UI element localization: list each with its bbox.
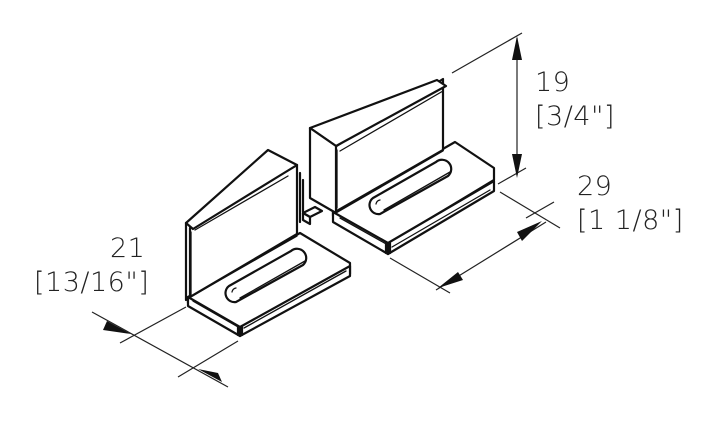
dimension-height	[451, 32, 527, 185]
width-metric: 21	[109, 233, 146, 264]
height-dimension-label: 19 [3/4"]	[535, 66, 615, 134]
depth-metric: 29	[577, 171, 613, 202]
width-dimension-label: 21 [13/16"]	[34, 232, 149, 300]
height-imperial: [3/4"]	[535, 101, 615, 132]
width-imperial: [13/16"]	[34, 267, 150, 298]
connector-block	[298, 171, 324, 226]
depth-dimension-label: 29 [1 1/8"]	[577, 170, 684, 238]
right-bracket	[308, 77, 496, 256]
height-metric: 19	[535, 67, 571, 98]
dimension-width	[91, 306, 239, 388]
left-bracket	[184, 148, 352, 338]
depth-imperial: [1 1/8"]	[577, 205, 684, 236]
dimension-depth	[389, 191, 561, 294]
